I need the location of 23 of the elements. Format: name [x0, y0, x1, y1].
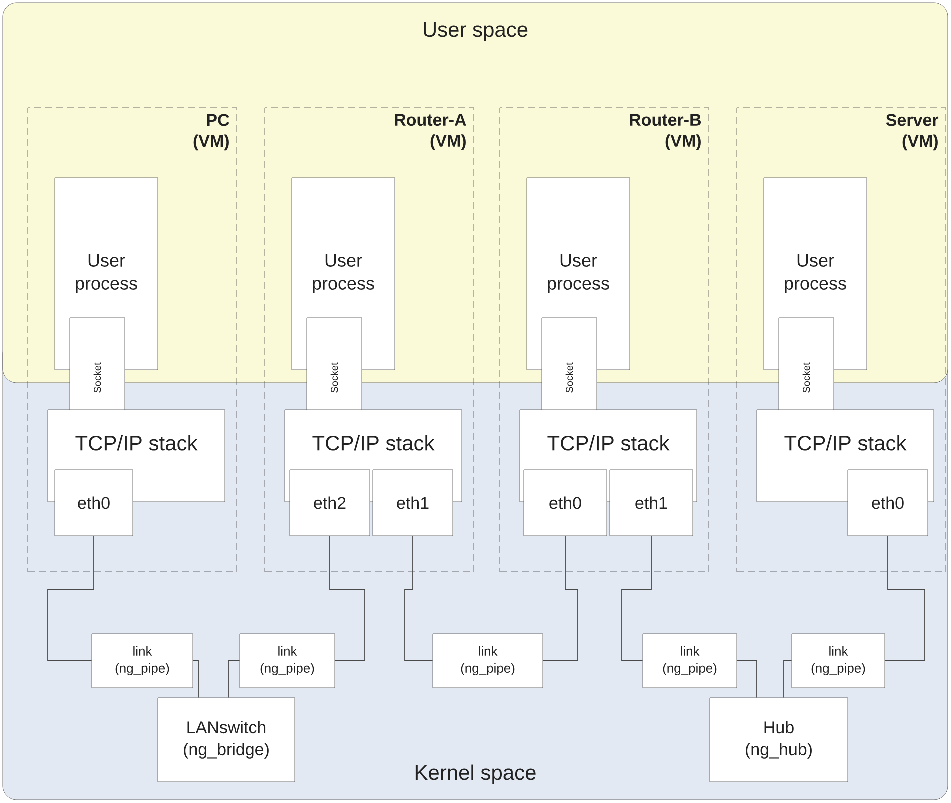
interface-box: eth0 — [524, 470, 608, 536]
connector-line — [228, 660, 240, 698]
interface-box: eth0 — [848, 470, 928, 536]
connector-line — [192, 660, 199, 698]
switch-box: LANswitch (ng_bridge) — [158, 698, 296, 782]
link-box: link (ng_pipe) — [92, 634, 194, 688]
interface-box: eth2 — [290, 470, 370, 536]
interface-box: eth0 — [54, 470, 134, 536]
connector-line — [542, 536, 578, 662]
connector-line — [404, 536, 434, 662]
connector-line — [784, 660, 792, 698]
link-box: link (ng_pipe) — [240, 634, 336, 688]
connector-line — [330, 536, 366, 662]
switch-box: Hub (ng_hub) — [710, 698, 848, 782]
connector-line — [48, 536, 94, 662]
link-box: link (ng_pipe) — [432, 634, 544, 688]
link-box: link (ng_pipe) — [792, 634, 886, 688]
link-box: link (ng_pipe) — [642, 634, 738, 688]
connector-line — [884, 536, 926, 662]
interface-box: eth1 — [372, 470, 454, 536]
connector-line — [736, 660, 758, 698]
interface-box: eth1 — [610, 470, 694, 536]
connector-line — [622, 536, 652, 662]
